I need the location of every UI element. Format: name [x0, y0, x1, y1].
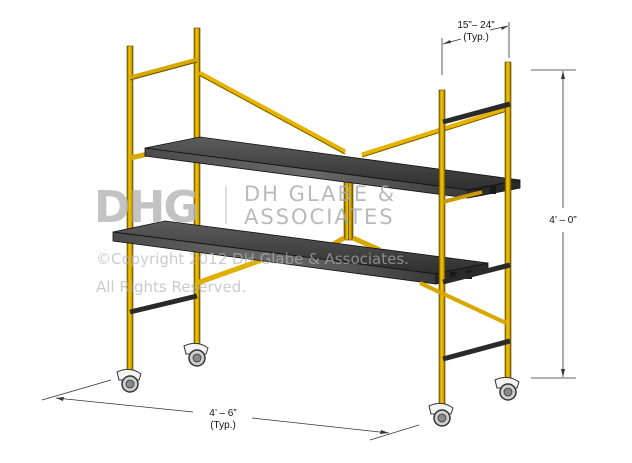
deck-hook: [490, 186, 496, 194]
caster-left-back: [183, 342, 209, 367]
length-dimension-label: 4’ – 6”: [209, 408, 236, 419]
length-dimension-note: (Typ.): [210, 420, 236, 431]
casters: [116, 342, 520, 427]
rung-left-top: [129, 57, 198, 81]
width-dimension-note: (Typ.): [463, 32, 489, 43]
watermark-company-line2: ASSOCIATES: [244, 205, 395, 229]
cross-braces: [197, 70, 511, 255]
brace-shadow: [198, 74, 346, 155]
watermark-company-line1: DH GLABE &: [244, 182, 396, 206]
rung-left-low: [129, 293, 198, 315]
brace-diagonal-upper-right: [361, 105, 511, 158]
brace-diagonal-upper-left: [197, 70, 347, 155]
caster-left-front: [116, 368, 142, 393]
pole-right-back: [504, 61, 512, 381]
deck-hook: [450, 272, 456, 281]
watermark-copyright-line2: All Rights Reserved.: [96, 278, 246, 296]
watermark: DHG DH GLABE & ASSOCIATES ©Copyright 201…: [94, 182, 409, 296]
watermark-logo: DHG: [94, 182, 197, 233]
rung-right-low: [442, 338, 511, 362]
dimension-length: 4’ – 6” (Typ.): [41, 379, 420, 441]
dimension-width: 15”– 24” (Typ.): [441, 20, 510, 75]
caster-right-front: [428, 402, 454, 427]
brace-right-lower: [419, 281, 507, 325]
watermark-copyright-line1: ©Copyright 2012 DH Glabe & Associates.: [96, 250, 409, 268]
height-dimension-label: 4’ – 0”: [549, 215, 576, 226]
brace-shadow: [361, 109, 511, 158]
width-dimension-label: 15”– 24”: [457, 20, 494, 31]
rung-shadow: [129, 61, 198, 81]
rung-right-2: [442, 190, 483, 204]
caster-right-back: [494, 376, 520, 401]
rung-right-top: [442, 101, 511, 125]
rung-right-3: [442, 262, 511, 285]
dimension-height: 4’ – 0”: [531, 69, 577, 379]
